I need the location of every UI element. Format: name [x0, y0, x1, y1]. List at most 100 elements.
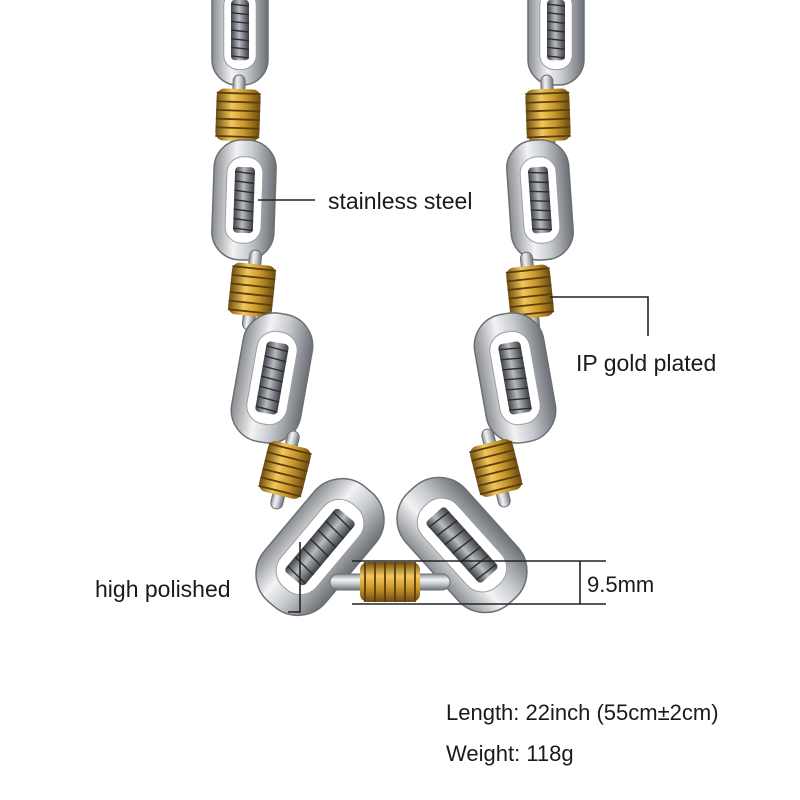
- gold-ridge: [232, 265, 277, 272]
- coil-ridge: [531, 218, 552, 221]
- steel-link: [255, 477, 385, 617]
- coil-ridge: [266, 345, 289, 353]
- coil-ridge: [529, 190, 550, 193]
- gold-ridge: [525, 109, 570, 113]
- gold-ridge: [227, 308, 272, 315]
- gold-ridge: [264, 459, 308, 472]
- coil-ridge: [428, 511, 450, 528]
- steel-link: [527, 0, 585, 86]
- steel-coil: [285, 508, 355, 586]
- gold-ridge: [230, 282, 275, 289]
- gold-ridge: [260, 476, 304, 489]
- coil-ridge: [532, 228, 553, 231]
- ip-gold-plated-label: IP gold plated: [576, 350, 717, 376]
- gold-coil-body: [259, 441, 311, 499]
- gold-ridge: [508, 293, 553, 300]
- gold-ridge: [266, 451, 310, 464]
- steel-link: [211, 139, 277, 261]
- gold-ridge: [231, 273, 276, 281]
- coil-ridge: [233, 208, 254, 213]
- gold-ridge: [509, 301, 554, 309]
- gold-ridge: [505, 267, 550, 274]
- steel-coil: [528, 166, 552, 234]
- gold-ridge: [215, 126, 260, 130]
- gold-coil-body: [470, 439, 522, 497]
- coil-ridge: [286, 565, 307, 585]
- gold-ridge: [507, 284, 552, 291]
- gold-coil: [215, 74, 261, 156]
- gold-coil-body: [215, 88, 261, 142]
- coil-ridge: [475, 563, 497, 581]
- gold-ridge: [258, 484, 302, 498]
- coil-ridge: [233, 217, 254, 222]
- coil-ridge: [505, 387, 529, 391]
- gold-ridge: [506, 275, 551, 283]
- gold-ridge: [215, 134, 260, 139]
- coil-ridge: [509, 407, 532, 411]
- steel-link: [211, 0, 269, 86]
- coil-ridge: [230, 55, 250, 59]
- bottom-gold-coil-body: [360, 562, 420, 602]
- coil-ridge: [530, 199, 551, 203]
- coil-ridge: [230, 29, 250, 33]
- coil-ridge: [528, 171, 549, 174]
- length-spec: Length: 22inch (55cm±2cm): [446, 700, 719, 725]
- width-measurement-label: 9.5mm: [587, 572, 655, 597]
- gold-coil: [525, 74, 571, 156]
- coil-ridge: [302, 547, 322, 567]
- gold-coil: [227, 249, 277, 331]
- coil-ridge: [257, 395, 280, 403]
- coil-ridge: [546, 46, 566, 50]
- coil-ridge: [546, 12, 566, 16]
- coil-ridge: [233, 227, 253, 232]
- gold-ridge: [262, 468, 306, 481]
- coil-ridge: [546, 55, 566, 59]
- gold-ridge: [471, 449, 515, 462]
- high-polished-leader: [288, 542, 301, 613]
- steel-coil: [426, 507, 498, 583]
- coil-ridge: [546, 20, 566, 25]
- gold-ridge: [216, 100, 261, 104]
- high-polished-label: high polished: [95, 576, 231, 602]
- steel-link: [473, 312, 557, 444]
- coil-ridge: [444, 528, 466, 546]
- gold-ridge: [268, 442, 312, 456]
- coil-ridge: [294, 556, 314, 576]
- steel-link: [396, 476, 528, 614]
- coil-ridge: [259, 385, 282, 393]
- gold-ridge: [228, 299, 273, 307]
- coil-ridge: [262, 365, 285, 373]
- gold-ridge: [215, 117, 260, 121]
- coil-ridge: [324, 520, 345, 540]
- gold-coil-body: [525, 88, 571, 142]
- coil-ridge: [332, 511, 352, 531]
- gold-ridge: [216, 91, 261, 96]
- coil-ridge: [503, 377, 527, 381]
- gold-ridge: [473, 457, 517, 470]
- coil-ridge: [459, 546, 482, 563]
- coil-ridge: [528, 181, 549, 184]
- coil-ridge: [230, 37, 250, 42]
- coil-ridge: [230, 12, 250, 16]
- coil-ridge: [546, 3, 566, 7]
- coil-ridge: [452, 537, 474, 555]
- steel-coil: [547, 0, 565, 61]
- coil-ridge: [530, 209, 551, 212]
- steel-link: [230, 312, 314, 444]
- coil-ridge: [255, 405, 278, 413]
- callout-lines: [258, 199, 649, 613]
- gold-ridge: [216, 109, 261, 113]
- gold-ridge: [475, 466, 519, 479]
- bottom-gold-coil: [329, 562, 451, 602]
- coil-ridge: [234, 189, 255, 194]
- coil-ridge: [317, 529, 337, 549]
- steel-coil: [231, 0, 249, 61]
- coil-ridge: [234, 170, 255, 175]
- gold-ridge: [526, 126, 571, 130]
- weight-spec: Weight: 118g: [446, 741, 574, 766]
- gold-ridge: [526, 117, 571, 121]
- gold-coil: [505, 251, 555, 333]
- coil-ridge: [230, 3, 250, 7]
- coil-ridge: [500, 357, 523, 361]
- coil-ridge: [230, 46, 250, 50]
